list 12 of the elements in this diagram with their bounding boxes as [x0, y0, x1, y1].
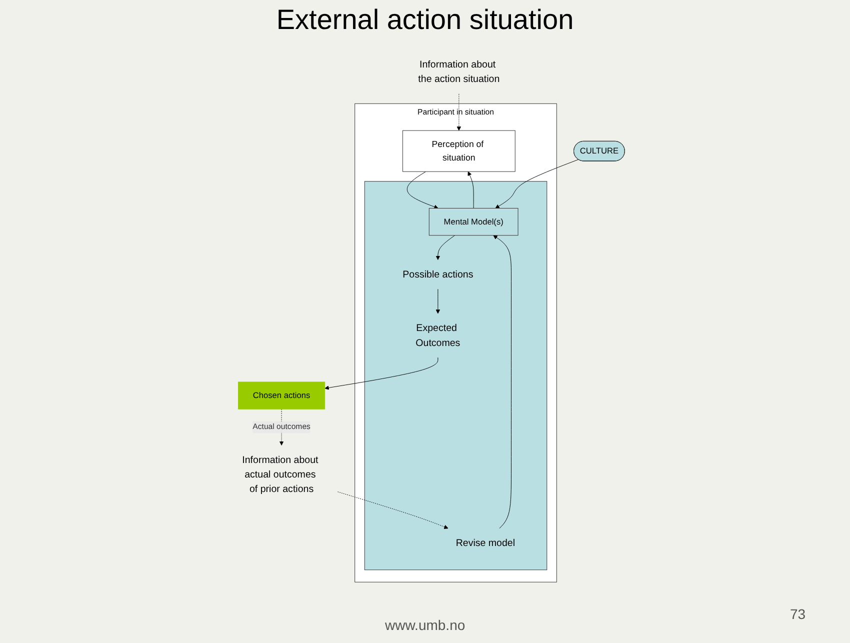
node-box: Mental Model(s) [428, 208, 518, 236]
node-text: Information about the action situation [418, 59, 500, 85]
node-text: Information about actual outcomes of prior actions [242, 454, 318, 495]
footer-text: www.umb.no [385, 617, 466, 633]
node-text: Expected Outcomes [416, 322, 460, 348]
node-box: Perception of situation [402, 130, 516, 172]
node-box: Chosen actions [238, 382, 326, 410]
cluster [364, 181, 548, 570]
page-number: 73 [790, 606, 806, 622]
diagram-title: External action situation [275, 4, 575, 36]
node-text: Revise model [456, 538, 516, 548]
node-text: Possible actions [402, 269, 474, 280]
